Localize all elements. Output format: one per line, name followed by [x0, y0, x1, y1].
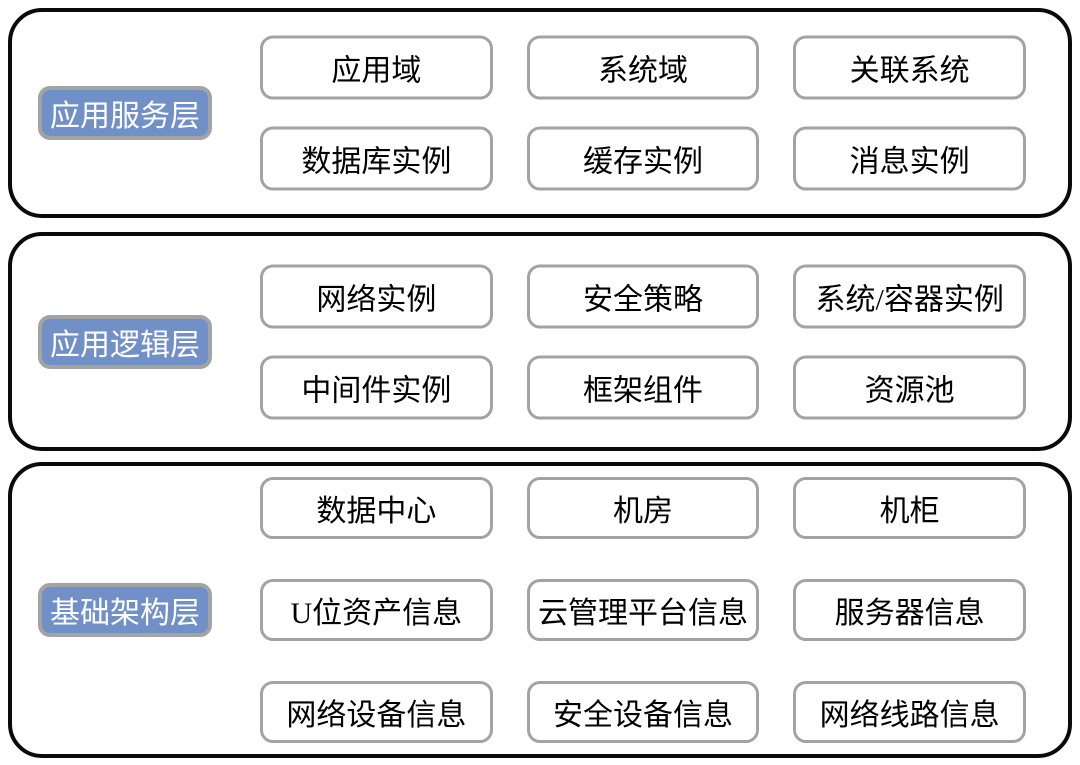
box-machine-room: 机房	[526, 477, 760, 539]
box-framework-component: 框架组件	[526, 355, 760, 419]
infrastructure-layer-grid: 数据中心 机房 机柜 U位资产信息 云管理平台信息 服务器信息 网络设备信息 安…	[260, 477, 1026, 743]
box-related-systems: 关联系统	[793, 35, 1026, 100]
application-logic-layer-label: 应用逻辑层	[38, 314, 212, 369]
box-cloud-mgmt-platform-info: 云管理平台信息	[526, 579, 760, 641]
box-server-info: 服务器信息	[793, 579, 1026, 641]
box-data-center: 数据中心	[260, 477, 493, 539]
box-u-slot-asset-info: U位资产信息	[260, 579, 493, 641]
application-service-layer-grid: 应用域 系统域 关联系统 数据库实例 缓存实例 消息实例	[260, 35, 1026, 191]
box-network-device-info: 网络设备信息	[260, 681, 493, 743]
application-service-layer-label: 应用服务层	[38, 86, 212, 140]
application-service-layer: 应用服务层 应用域 系统域 关联系统 数据库实例 缓存实例 消息实例	[8, 8, 1072, 218]
box-cabinet: 机柜	[793, 477, 1026, 539]
infrastructure-layer-label: 基础架构层	[38, 583, 212, 637]
box-middleware-instance: 中间件实例	[260, 355, 493, 419]
box-network-instance: 网络实例	[260, 264, 493, 328]
application-logic-layer-grid: 网络实例 安全策略 系统/容器实例 中间件实例 框架组件 资源池	[260, 264, 1026, 419]
box-resource-pool: 资源池	[793, 355, 1026, 419]
box-system-container-instance: 系统/容器实例	[793, 264, 1026, 328]
box-network-line-info: 网络线路信息	[793, 681, 1026, 743]
box-security-policy: 安全策略	[526, 264, 760, 328]
box-security-device-info: 安全设备信息	[526, 681, 760, 743]
box-database-instance: 数据库实例	[260, 126, 493, 191]
box-app-domain: 应用域	[260, 35, 493, 100]
box-cache-instance: 缓存实例	[526, 126, 760, 191]
box-message-instance: 消息实例	[793, 126, 1026, 191]
infrastructure-layer: 基础架构层 数据中心 机房 机柜 U位资产信息 云管理平台信息 服务器信息 网络…	[8, 462, 1072, 758]
application-logic-layer: 应用逻辑层 网络实例 安全策略 系统/容器实例 中间件实例 框架组件 资源池	[8, 232, 1072, 451]
box-system-domain: 系统域	[526, 35, 760, 100]
